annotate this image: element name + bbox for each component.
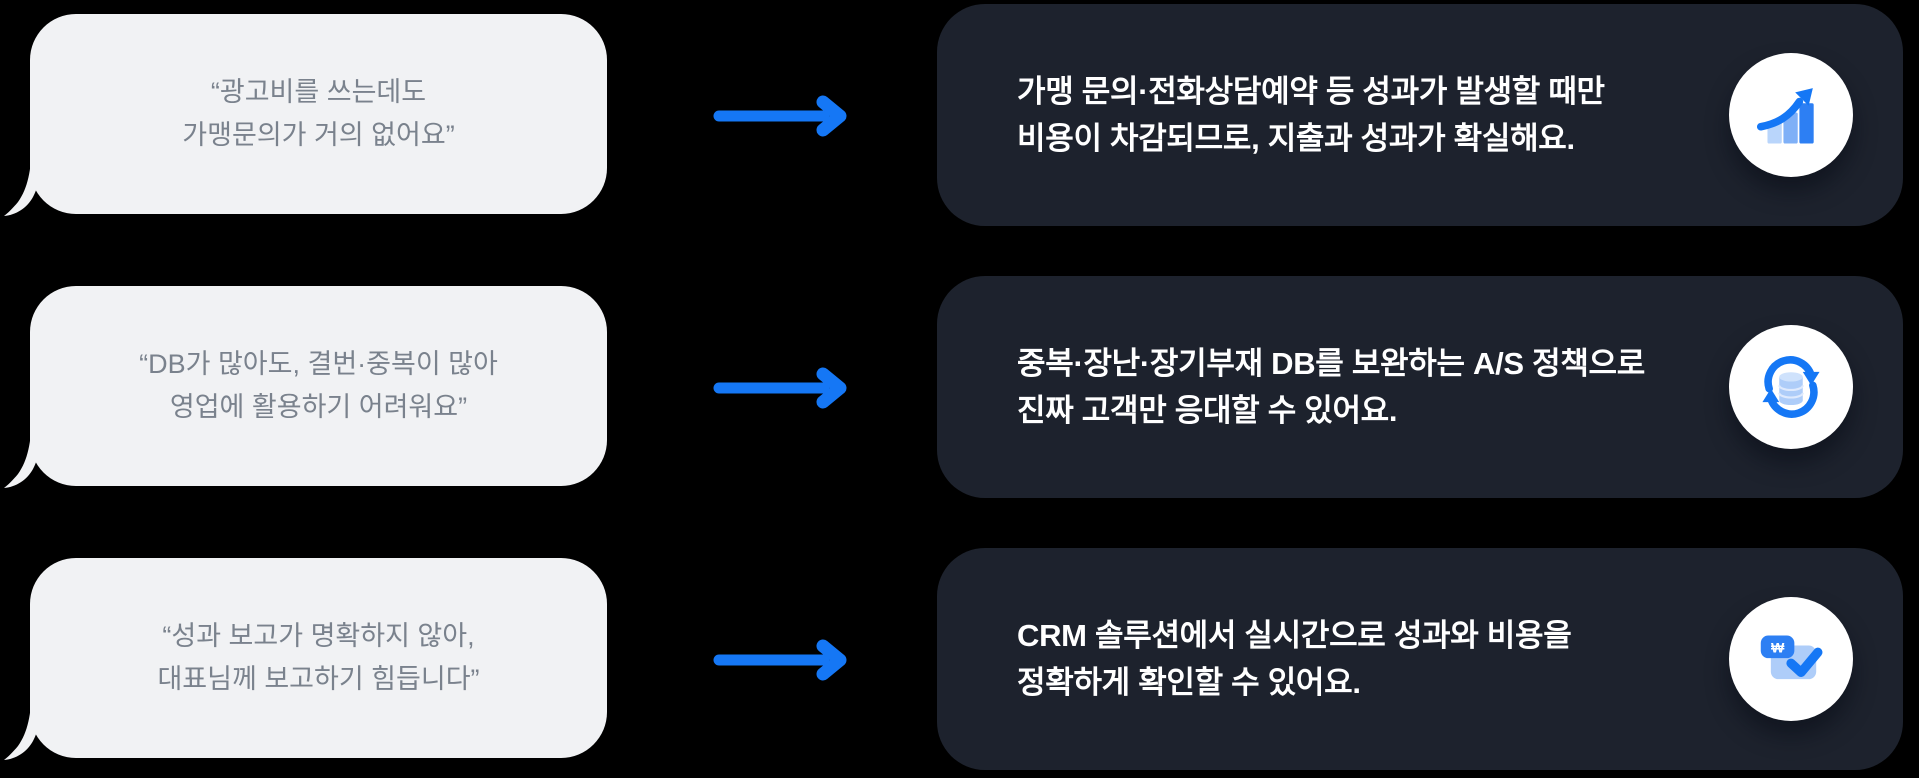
benefit-line-1: 중복·장난·장기부재 DB를 보완하는 A/S 정책으로 <box>1017 346 1645 381</box>
growth-chart-icon <box>1756 88 1814 144</box>
icon-circle: ₩ <box>1729 597 1853 721</box>
arrow-right-icon <box>713 95 847 137</box>
row-ad-cost: “광고비를 쓰는데도 가맹문의가 거의 없어요” 가맹 문의·전화상담예약 등 … <box>0 4 1919 226</box>
benefit-line-2: 정확하게 확인할 수 있어요. <box>1017 665 1361 700</box>
benefit-line-2: 비용이 차감되므로, 지출과 성과가 확실해요. <box>1017 121 1575 156</box>
benefit-line-1: CRM 솔루션에서 실시간으로 성과와 비용을 <box>1017 618 1572 653</box>
quote-bubble: “광고비를 쓰는데도 가맹문의가 거의 없어요” <box>4 14 607 216</box>
bubble-tail <box>4 146 42 216</box>
row-db-quality: “DB가 많아도, 결번·중복이 많아 영업에 활용하기 어려워요” 중복·장난… <box>0 276 1919 498</box>
benefit-card: 중복·장난·장기부재 DB를 보완하는 A/S 정책으로 진짜 고객만 응대할 … <box>937 276 1903 498</box>
icon-circle <box>1729 325 1853 449</box>
check-mark <box>1786 647 1823 678</box>
quote-line-1: “성과 보고가 명확하지 않아, <box>162 621 475 651</box>
quote-line-2: 대표님께 보고하기 힘듭니다” <box>157 664 480 694</box>
arrow-right-icon <box>713 639 847 681</box>
benefit-line-1: 가맹 문의·전화상담예약 등 성과가 발생할 때만 <box>1017 74 1605 109</box>
quote-line-2: 영업에 활용하기 어려워요” <box>169 392 468 422</box>
won-symbol: ₩ <box>1771 640 1785 656</box>
database-sync-icon <box>1762 356 1820 418</box>
quote-line-2: 가맹문의가 거의 없어요” <box>182 120 455 150</box>
arrow-right-icon <box>713 367 847 409</box>
row-reporting: “성과 보고가 명확하지 않아, 대표님께 보고하기 힘듭니다” CRM 솔루션… <box>0 548 1919 770</box>
bubble-tail <box>4 418 42 488</box>
quote-bubble: “DB가 많아도, 결번·중복이 많아 영업에 활용하기 어려워요” <box>4 286 607 488</box>
quote-line-1: “DB가 많아도, 결번·중복이 많아 <box>139 349 498 379</box>
benefit-card: 가맹 문의·전화상담예약 등 성과가 발생할 때만 비용이 차감되므로, 지출과… <box>937 4 1903 226</box>
benefit-line-2: 진짜 고객만 응대할 수 있어요. <box>1017 393 1398 428</box>
quote-line-1: “광고비를 쓰는데도 <box>210 77 427 107</box>
won-badge <box>1760 635 1795 659</box>
quote-bubble: “성과 보고가 명확하지 않아, 대표님께 보고하기 힘듭니다” <box>4 558 607 760</box>
benefit-card: CRM 솔루션에서 실시간으로 성과와 비용을 정확하게 확인할 수 있어요. … <box>937 548 1903 770</box>
payment-check-icon: ₩ <box>1760 635 1823 680</box>
bubble-tail <box>4 690 42 760</box>
icon-circle <box>1729 53 1853 177</box>
